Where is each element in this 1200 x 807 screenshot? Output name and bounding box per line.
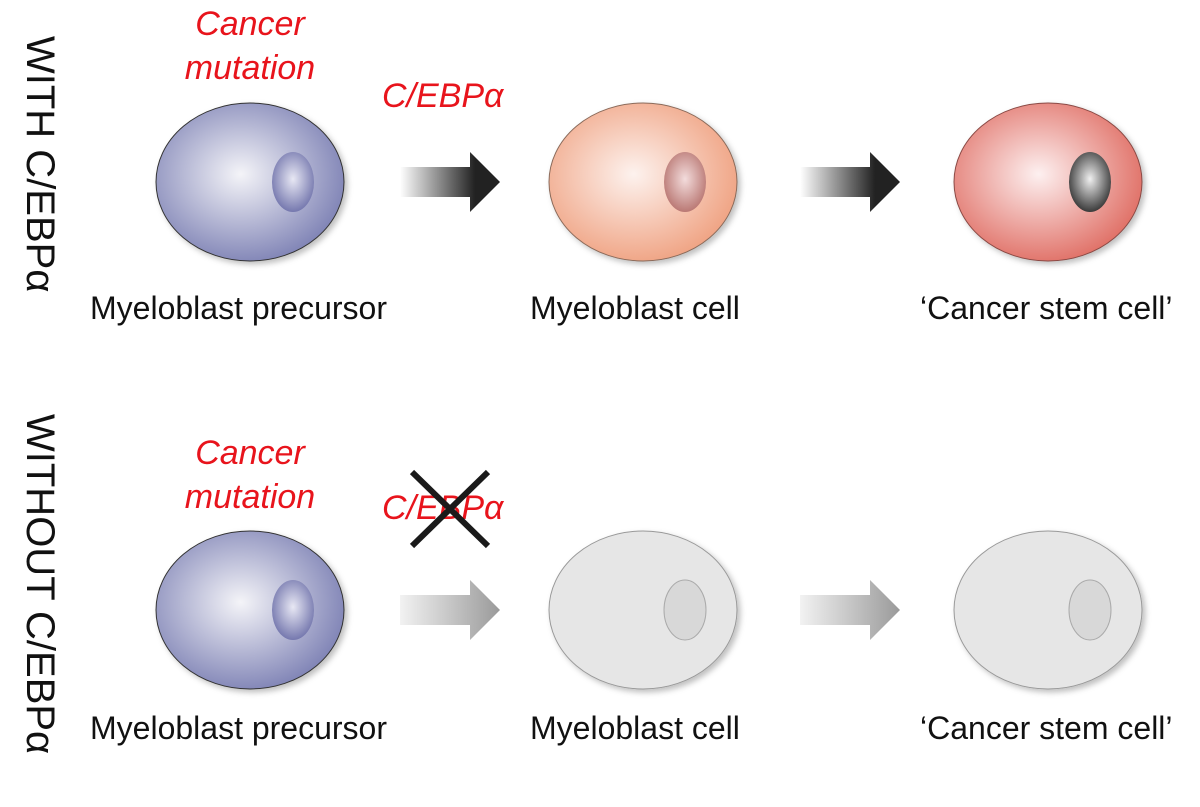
cell-body: [155, 530, 345, 690]
arrow-myeloblast-to-cancer-stem-cell: [800, 152, 900, 212]
caption-cancer-stem-cell: ‘Cancer stem cell’: [920, 290, 1173, 326]
arrow-precursor-to-myeloblast: [400, 152, 500, 212]
caption-myeloblast-precursor: Myeloblast precursor: [90, 290, 387, 326]
cell-nucleus: [272, 580, 314, 640]
arrow-right-icon: [400, 580, 500, 640]
cancer-mutation-label: Cancer mutation: [184, 5, 316, 87]
condition-label: WITH C/EBPα: [18, 36, 62, 293]
cell-body: [548, 102, 738, 262]
arrow-right-icon: [400, 152, 500, 212]
arrow-right-icon: [800, 580, 900, 640]
cell-myeloblast-precursor: [155, 530, 345, 690]
cell-cancer-stem-cell: [953, 102, 1143, 262]
cell-cancer-stem-cell-inactive: [953, 530, 1143, 690]
caption-myeloblast-precursor: Myeloblast precursor: [90, 710, 387, 746]
panel-with-cebpa: WITH C/EBPα Cancer mutation C/EBPα Myelo…: [0, 0, 1200, 400]
cell-nucleus: [1069, 152, 1111, 212]
cell-nucleus: [664, 152, 706, 212]
caption-myeloblast-cell: Myeloblast cell: [530, 290, 740, 326]
cell-body: [953, 102, 1143, 262]
cell-myeloblast: [548, 102, 738, 262]
cell-body: [548, 530, 738, 690]
arrow-myeloblast-to-cancer-stem-cell-inactive: [800, 580, 900, 640]
caption-myeloblast-cell: Myeloblast cell: [530, 710, 740, 746]
arrow-right-icon: [800, 152, 900, 212]
cell-body: [155, 102, 345, 262]
panel-with-artwork: [155, 102, 1143, 262]
panel-without-cebpa: WITHOUT C/EBPα Cancer mutation C/EBPα My…: [0, 400, 1200, 807]
cell-myeloblast-precursor: [155, 102, 345, 262]
panel-without-artwork: [155, 530, 1143, 690]
cell-body: [953, 530, 1143, 690]
cell-nucleus: [272, 152, 314, 212]
cell-nucleus: [663, 579, 707, 641]
cancer-mutation-label: Cancer mutation: [184, 434, 316, 516]
cell-myeloblast-inactive: [548, 530, 738, 690]
cebpa-label-blocked: C/EBPα: [382, 489, 504, 527]
arrow-precursor-to-myeloblast-inactive: [400, 580, 500, 640]
cebpa-label: C/EBPα: [382, 77, 504, 115]
cell-nucleus: [1068, 579, 1112, 641]
caption-cancer-stem-cell: ‘Cancer stem cell’: [920, 710, 1173, 746]
condition-label: WITHOUT C/EBPα: [18, 414, 62, 755]
